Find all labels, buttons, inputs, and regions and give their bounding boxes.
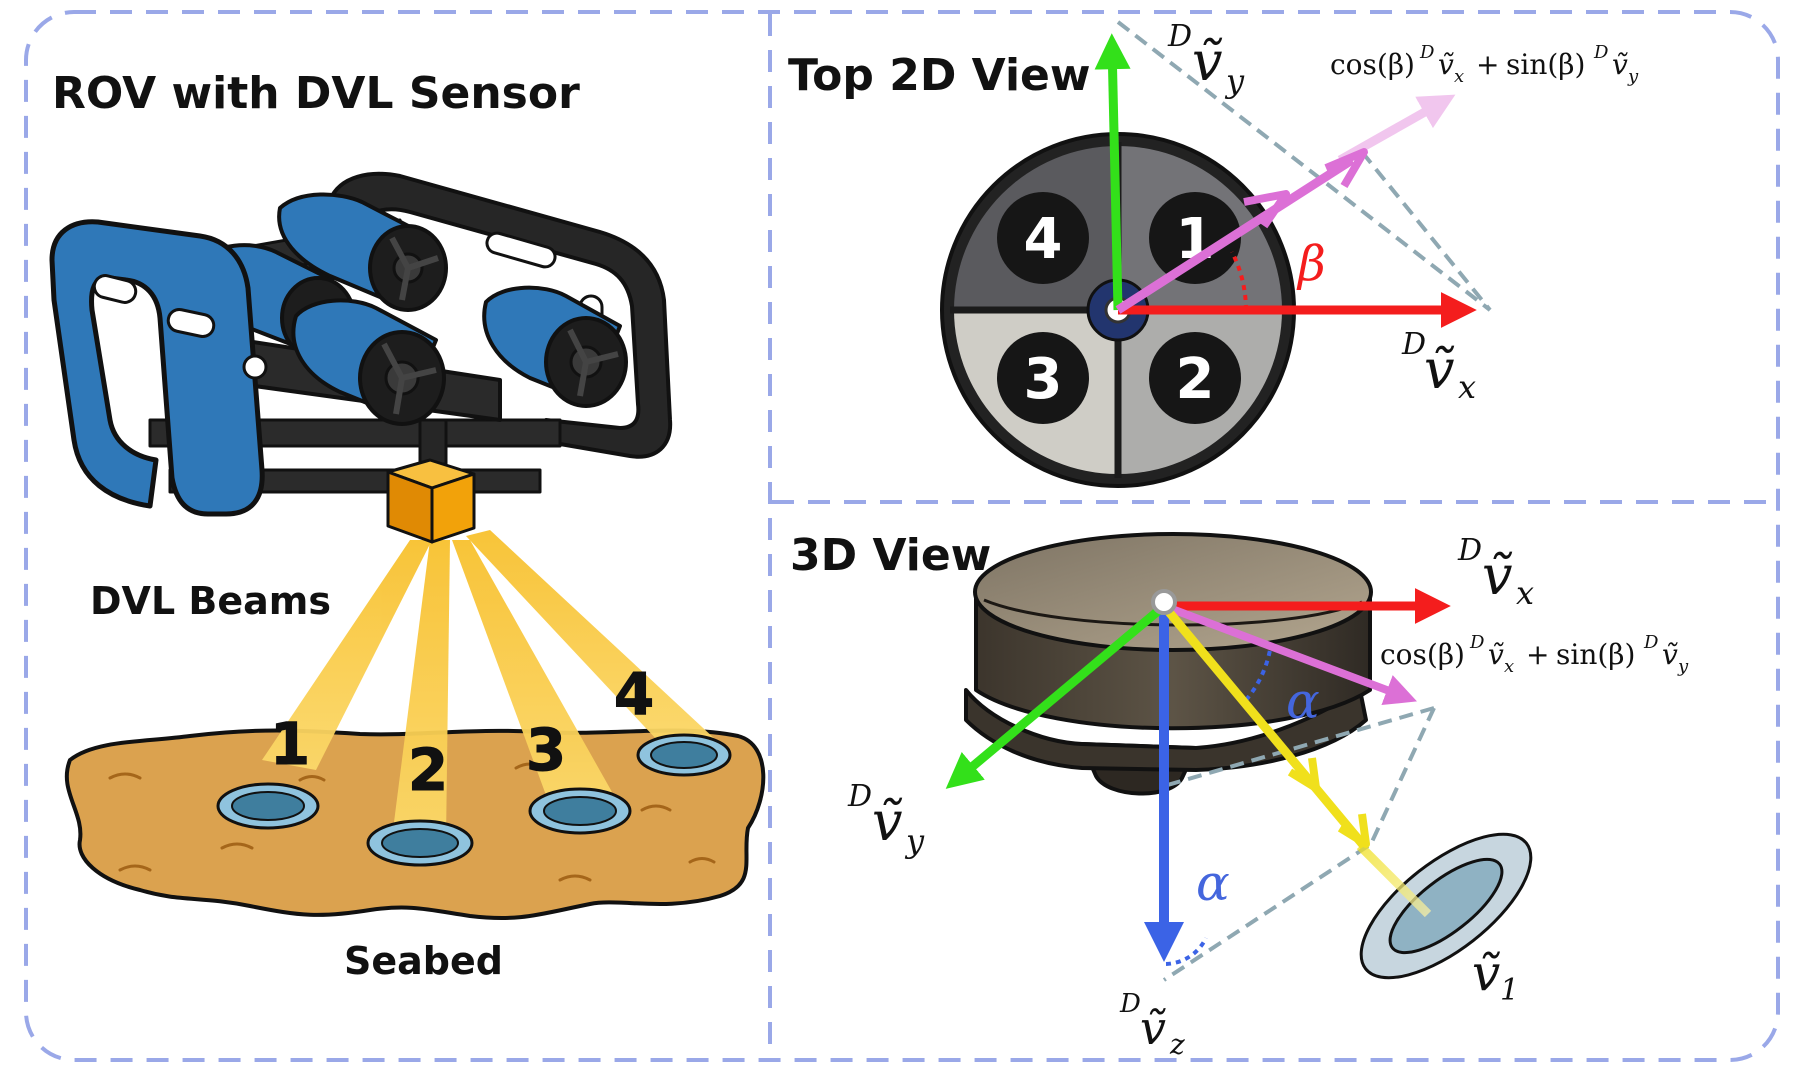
vx-label-top: D ṽ x bbox=[1401, 327, 1476, 406]
dvl-beams-label: DVL Beams bbox=[90, 579, 331, 623]
svg-text:z: z bbox=[1169, 1028, 1185, 1061]
top-view-panel: Top 2D View 4 1 3 2 bbox=[788, 19, 1639, 488]
svg-text:x: x bbox=[1504, 656, 1514, 677]
svg-text:D: D bbox=[847, 779, 872, 814]
projection-dash-right bbox=[1360, 150, 1492, 312]
svg-text:ṽ: ṽ bbox=[1472, 944, 1500, 1002]
projection-label-3d: cos(β) D ṽ x + sin(β) D ṽ y bbox=[1380, 632, 1689, 677]
origin-marker bbox=[1151, 589, 1177, 615]
beam-vector bbox=[1160, 603, 1368, 849]
footprint-1 bbox=[216, 782, 320, 830]
svg-text:ṽ: ṽ bbox=[1662, 638, 1678, 671]
quadrant-number-3: 3 bbox=[1024, 347, 1063, 412]
beam-number-1: 1 bbox=[270, 710, 310, 778]
svg-text:sin(β): sin(β) bbox=[1556, 638, 1635, 671]
beam-target-footprint bbox=[1359, 832, 1533, 980]
dash-lower bbox=[1162, 844, 1370, 982]
beam-3 bbox=[452, 540, 612, 806]
svg-text:+: + bbox=[1526, 638, 1549, 671]
rov-icon bbox=[49, 171, 673, 517]
footprint-2 bbox=[366, 819, 474, 867]
footprint-4 bbox=[636, 733, 732, 777]
projection-arrowhead-lower bbox=[1243, 190, 1290, 229]
quadrant-number-4: 4 bbox=[1024, 207, 1063, 272]
svg-text:x: x bbox=[1458, 368, 1476, 406]
beam-vector-fade bbox=[1356, 842, 1432, 918]
alpha-label-bottom: α bbox=[1196, 854, 1230, 912]
three-d-view-title: 3D View bbox=[790, 530, 991, 581]
svg-text:y: y bbox=[1627, 66, 1639, 87]
thruster-front bbox=[291, 298, 446, 426]
left-panel: ROV with DVL Sensor bbox=[49, 68, 766, 983]
seabed-label: Seabed bbox=[344, 939, 503, 983]
svg-text:sin(β): sin(β) bbox=[1506, 48, 1585, 81]
projection-vector-top bbox=[1115, 156, 1355, 314]
svg-text:D: D bbox=[1469, 632, 1485, 653]
svg-text:cos(β): cos(β) bbox=[1330, 48, 1415, 81]
svg-text:ṽ: ṽ bbox=[872, 790, 903, 853]
svg-text:1: 1 bbox=[1500, 973, 1519, 1008]
svg-text:ṽ: ṽ bbox=[1140, 1001, 1166, 1055]
svg-text:ṽ: ṽ bbox=[1424, 338, 1455, 401]
vy-label-top: D ṽ y bbox=[1167, 19, 1245, 100]
svg-text:ṽ: ṽ bbox=[1612, 48, 1628, 81]
beam-number-3: 3 bbox=[526, 716, 566, 784]
vy-label-3d: D ṽ y bbox=[847, 779, 925, 860]
projection-vector-3d bbox=[1162, 602, 1417, 706]
alpha-label-top: α bbox=[1286, 672, 1320, 730]
projection-arrowhead-upper bbox=[1324, 148, 1368, 189]
vz-label: D ṽ z bbox=[1119, 989, 1185, 1061]
alpha-arc-top bbox=[1244, 649, 1272, 702]
svg-text:D: D bbox=[1419, 42, 1435, 63]
thruster-rear-left bbox=[277, 192, 448, 312]
projection-label-top: cos(β) D ṽ x + sin(β) D ṽ y bbox=[1330, 42, 1639, 87]
beam-arrowhead-lower bbox=[1337, 813, 1370, 848]
top-view-title: Top 2D View bbox=[788, 50, 1091, 101]
beam-4 bbox=[466, 530, 716, 756]
projection-extension-top bbox=[1337, 94, 1456, 164]
three-d-view-panel: 3D View bbox=[790, 530, 1689, 1061]
beam-number-2: 2 bbox=[408, 736, 448, 804]
alpha-arc-bottom bbox=[1165, 937, 1208, 966]
vy-vector-3d bbox=[945, 602, 1167, 789]
beam-footprints bbox=[216, 733, 732, 867]
dash-right bbox=[1368, 707, 1436, 847]
dvl-beams bbox=[262, 530, 716, 840]
left-panel-title: ROV with DVL Sensor bbox=[52, 68, 580, 119]
dvl-sensor-icon bbox=[386, 458, 476, 544]
footprint-3 bbox=[528, 787, 632, 835]
vy-vector-top bbox=[1094, 33, 1131, 311]
svg-text:x: x bbox=[1516, 574, 1534, 612]
svg-text:D: D bbox=[1167, 19, 1192, 54]
vx-label-3d: D ṽ x bbox=[1457, 533, 1534, 612]
svg-text:ṽ: ṽ bbox=[1438, 48, 1454, 81]
svg-text:y: y bbox=[1224, 62, 1245, 100]
seabed-texture bbox=[108, 762, 716, 882]
svg-text:ṽ: ṽ bbox=[1192, 30, 1223, 93]
svg-text:D: D bbox=[1457, 533, 1482, 568]
dash-upper bbox=[1163, 706, 1435, 788]
beta-label: β bbox=[1296, 236, 1326, 292]
beam-arrowhead-upper bbox=[1287, 757, 1320, 792]
svg-text:x: x bbox=[1454, 66, 1464, 87]
projection-dash-top bbox=[1116, 20, 1492, 312]
svg-text:y: y bbox=[904, 822, 925, 860]
beam-1 bbox=[262, 540, 432, 770]
quadrant-number-2: 2 bbox=[1176, 347, 1215, 412]
outer-frame bbox=[24, 10, 1780, 1062]
svg-text:cos(β): cos(β) bbox=[1380, 638, 1465, 671]
svg-text:D: D bbox=[1593, 42, 1609, 63]
thruster-right bbox=[482, 285, 628, 408]
beam-number-4: 4 bbox=[614, 660, 654, 728]
svg-text:D: D bbox=[1643, 632, 1659, 653]
svg-text:y: y bbox=[1677, 656, 1689, 677]
svg-text:D: D bbox=[1119, 989, 1141, 1019]
svg-text:+: + bbox=[1476, 48, 1499, 81]
svg-text:D: D bbox=[1401, 327, 1426, 362]
svg-text:ṽ: ṽ bbox=[1482, 544, 1513, 607]
beam-vector-label: ṽ 1 bbox=[1472, 944, 1519, 1008]
beam-2 bbox=[392, 540, 450, 840]
svg-text:ṽ: ṽ bbox=[1488, 638, 1504, 671]
